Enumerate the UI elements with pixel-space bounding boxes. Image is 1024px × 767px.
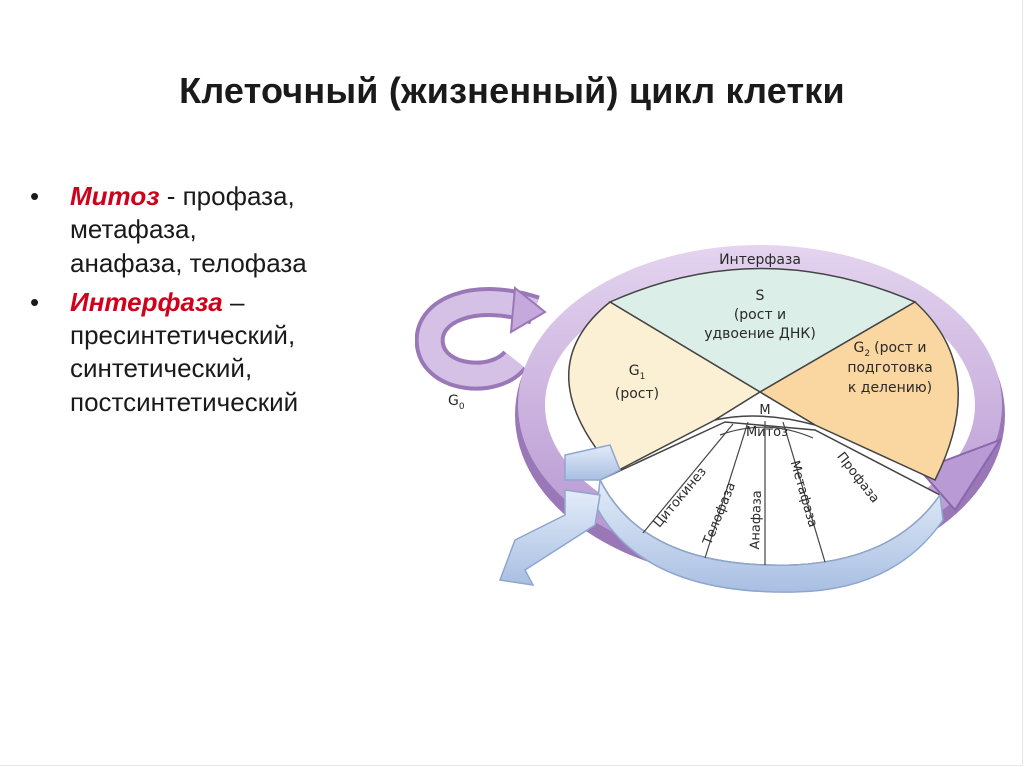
interphase-arrowhead [918,438,1003,512]
bullet-list: • Митоз - профаза, метафаза, анафаза, те… [30,180,410,425]
s-label-title: S [756,288,765,304]
mitosis-rim [596,477,944,593]
mitosis-arc [719,426,814,439]
bullet-text: анафаза, телофаза [70,247,307,278]
cell-cycle-svg: Интерфаза G0 S (рост и удвоение ДНК) G1 … [415,245,1005,593]
g1-label-title: G1 [629,363,646,382]
bullet-dot: • [30,181,40,211]
term-mitosis: Митоз [70,181,160,211]
daughter-arrow-up [564,444,621,481]
mitosis-fan [596,421,944,593]
term-separator: – [222,286,245,317]
g0-loop-arrow [415,286,547,391]
bullet-text: профаза, [182,181,295,211]
cell-cycle-diagram: Интерфаза G0 S (рост и удвоение ДНК) G1 … [415,240,1015,620]
s-phase-sector [608,267,917,393]
g2-label-title: G2(рост и [854,340,927,359]
bullet-text: пресинтетический, [70,320,296,351]
bullet-dot: • [30,286,40,317]
bullet-text: постсинтетический [70,386,299,417]
term-interphase: Интерфаза [70,286,223,317]
g2-label-line3: к делению) [848,380,932,396]
m-label: M [759,403,770,418]
mitosis-label: Митоз [746,425,788,440]
g2-phase-sector [758,301,959,481]
bullet-text: метафаза, [70,214,197,245]
m-phase-sector [714,391,816,426]
interphase-label: Интерфаза [719,252,801,268]
s-label-line1: (рост и [734,307,786,323]
bullet-text: синтетический, [70,353,253,384]
phase-divider [704,421,749,559]
g0-label: G0 [448,393,465,412]
bullet-interphase: • Интерфаза – пресинтетический, синтетич… [30,286,410,419]
phase-label-anaphase: Анафаза [748,490,765,550]
phase-divider [642,423,734,534]
bullet-mitosis: • Митоз - профаза, метафаза, анафаза, те… [30,180,410,280]
phase-divider [782,421,826,563]
g2-label-line2: подготовка [847,360,932,376]
s-label-line2: удвоение ДНК) [704,326,816,342]
slide-title: Клеточный (жизненный) цикл клетки [179,70,845,111]
division-arrows [498,444,621,586]
phase-pie [568,267,959,481]
term-separator: - [159,181,183,211]
daughter-arrow-down [498,489,601,586]
g1-label-line1: (рост) [615,386,659,402]
